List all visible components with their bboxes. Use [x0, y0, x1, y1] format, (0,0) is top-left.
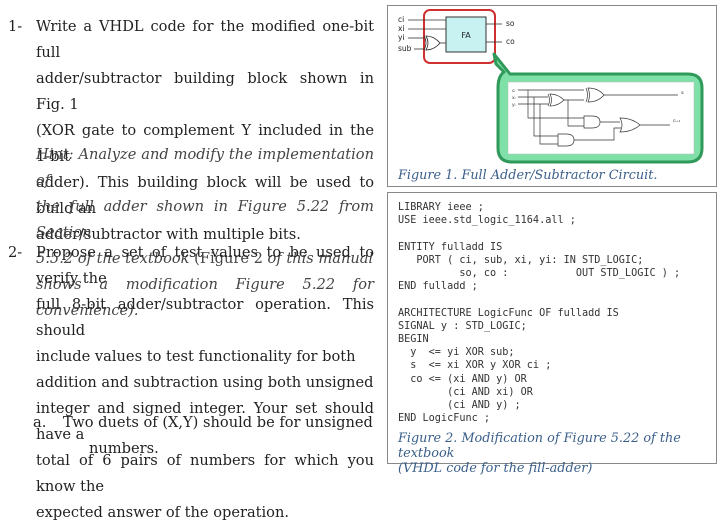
- input-label-sub: sub: [398, 44, 412, 53]
- item-1-text: Write a VHDL code for the modified one-b…: [36, 14, 374, 248]
- or-gate-icon: [619, 117, 641, 133]
- text-line: (XOR gate to complement Y included in th…: [36, 122, 374, 165]
- xor-gate-icon: [425, 35, 441, 51]
- hint-figure-ref: (Figure 2: [194, 250, 263, 267]
- detail-output-ci1: cᵢ₊₁: [673, 119, 681, 124]
- code-line: END LogicFunc ;: [398, 413, 491, 425]
- fa-block-label: FA: [461, 31, 471, 40]
- adder-subtractor-diagram: FA ci xi yi sub so co cᵢ xᵢ yᵢ sᵢ: [398, 9, 704, 164]
- code-line: so, co : OUT STD_LOGIC ) ;: [398, 268, 681, 280]
- output-label-so: so: [506, 19, 515, 28]
- sub-item-label: a.: [33, 414, 47, 431]
- input-label-yi: yi: [398, 33, 405, 42]
- fa-block: [445, 16, 487, 53]
- text-line: numbers.: [89, 440, 159, 457]
- hint-fragment: 5.5.2 of the textbook: [36, 250, 190, 267]
- code-line: (ci AND y) ;: [398, 400, 521, 412]
- text-line: addition and subtraction using both unsi…: [36, 374, 374, 391]
- text-line: Two duets of (X,Y) should be for unsigne…: [63, 414, 373, 431]
- figure-1-caption: Figure 1. Full Adder/Subtractor Circuit.: [398, 168, 658, 183]
- caption-line: Figure 2. Modification of Figure 5.22 of…: [398, 431, 681, 461]
- detail-input-yi: yᵢ: [512, 103, 516, 108]
- text-line: Write a VHDL code for the modified one-b…: [36, 18, 374, 61]
- figure-2-box: LIBRARY ieee ; USE ieee.std_logic_1164.a…: [387, 192, 717, 476]
- hint-fragment: of this manual: [267, 250, 374, 267]
- hint-line: 5.5.2 of the textbook (Figure 2 of this …: [36, 246, 374, 272]
- figure-2-caption: Figure 2. Modification of Figure 5.22 of…: [398, 431, 716, 476]
- xor-gate-icon: [549, 93, 565, 107]
- detail-output-si: sᵢ: [681, 91, 684, 96]
- hint-line: shows a modification Figure 5.22 for con…: [36, 276, 374, 319]
- caption-line: (VHDL code for the fill-adder): [398, 461, 593, 476]
- code-line: BEGIN: [398, 334, 429, 346]
- item-number: 2-: [8, 244, 23, 261]
- text-line: adder/subtractor building block shown in…: [36, 70, 374, 113]
- hint-line: Hint: Analyze and modify the implementat…: [36, 146, 374, 189]
- code-line: (ci AND xi) OR: [398, 386, 533, 398]
- text-line: adder). This building block will be used…: [36, 174, 374, 217]
- text-line: integer and signed integer. Your set sho…: [36, 400, 374, 443]
- hint-line: the full adder shown in Figure 5.22 from…: [36, 198, 374, 241]
- item-number: 1-: [8, 18, 23, 35]
- text-line: adder/subtractor with multiple bits.: [36, 226, 301, 243]
- detail-input-xi: xᵢ: [512, 96, 516, 101]
- code-line: ARCHITECTURE LogicFunc OF fulladd IS: [398, 307, 619, 319]
- text-line: include values to test functionality for…: [36, 348, 356, 365]
- text-line: expected answer of the operation.: [36, 504, 289, 521]
- code-line: y <= yi XOR sub;: [398, 347, 515, 359]
- sub-item-a: a. Two duets of (X,Y) should be for unsi…: [33, 410, 378, 462]
- code-line: PORT ( ci, sub, xi, yi: IN STD_LOGIC;: [398, 254, 644, 266]
- input-label-ci: ci: [398, 15, 404, 24]
- code-line: SIGNAL y : STD_LOGIC;: [398, 320, 527, 332]
- code-line: END fulladd ;: [398, 281, 478, 293]
- hint-paragraph: Hint: Analyze and modify the implementat…: [36, 142, 374, 324]
- text-line: Propose a set of test values to be used …: [36, 244, 374, 287]
- output-label-co: co: [506, 37, 515, 46]
- text-line: full 8-bit adder/subtractor operation. T…: [36, 296, 374, 339]
- code-line: co <= (xi AND y) OR: [398, 373, 527, 385]
- xor-gate-icon: [587, 87, 605, 103]
- code-line: ENTITY fulladd IS: [398, 241, 503, 253]
- input-label-xi: xi: [398, 24, 405, 33]
- figure-1-box: FA ci xi yi sub so co cᵢ xᵢ yᵢ sᵢ: [387, 5, 717, 187]
- code-line: s <= xi XOR y XOR ci ;: [398, 360, 552, 372]
- item-2-text: Propose a set of test values to be used …: [36, 240, 374, 526]
- vhdl-code: LIBRARY ieee ; USE ieee.std_logic_1164.a…: [398, 201, 680, 425]
- code-line: USE ieee.std_logic_1164.all ;: [398, 215, 576, 227]
- code-line: LIBRARY ieee ;: [398, 202, 484, 213]
- detail-input-ci: cᵢ: [512, 89, 515, 94]
